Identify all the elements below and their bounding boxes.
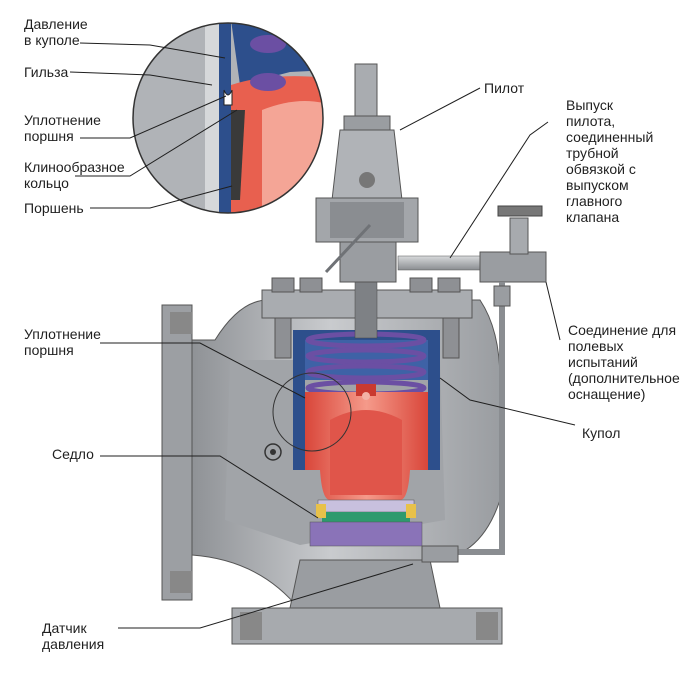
seat-assembly — [309, 499, 423, 547]
piston — [305, 384, 428, 500]
label-pilot: Пилот — [484, 80, 525, 96]
callout-ring — [272, 372, 352, 452]
label-dome-pressure: Давление в куполе — [24, 16, 88, 48]
leader-lines — [69, 42, 576, 629]
pilot-assembly — [315, 63, 419, 283]
label-piston-seal-top: Уплотнение поршня — [24, 112, 101, 144]
label-sleeve: Гильза — [24, 64, 69, 80]
zoom-detail — [132, 22, 324, 214]
label-wedge-ring: Клинообразное кольцо — [24, 159, 125, 191]
label-piston: Поршень — [24, 200, 84, 216]
label-piston-seal-bottom: Уплотнение поршня — [24, 326, 101, 358]
label-pressure-sensor: Датчик давления — [42, 620, 105, 652]
label-field-test: Соединение для полевых испытаний (дополн… — [568, 322, 680, 402]
label-seat: Седло — [52, 446, 94, 462]
piping — [397, 205, 547, 563]
label-pilot-exhaust: Выпуск пилота, соединенный трубной обвяз… — [566, 97, 654, 225]
label-dome: Купол — [582, 425, 621, 441]
stem — [354, 277, 378, 339]
